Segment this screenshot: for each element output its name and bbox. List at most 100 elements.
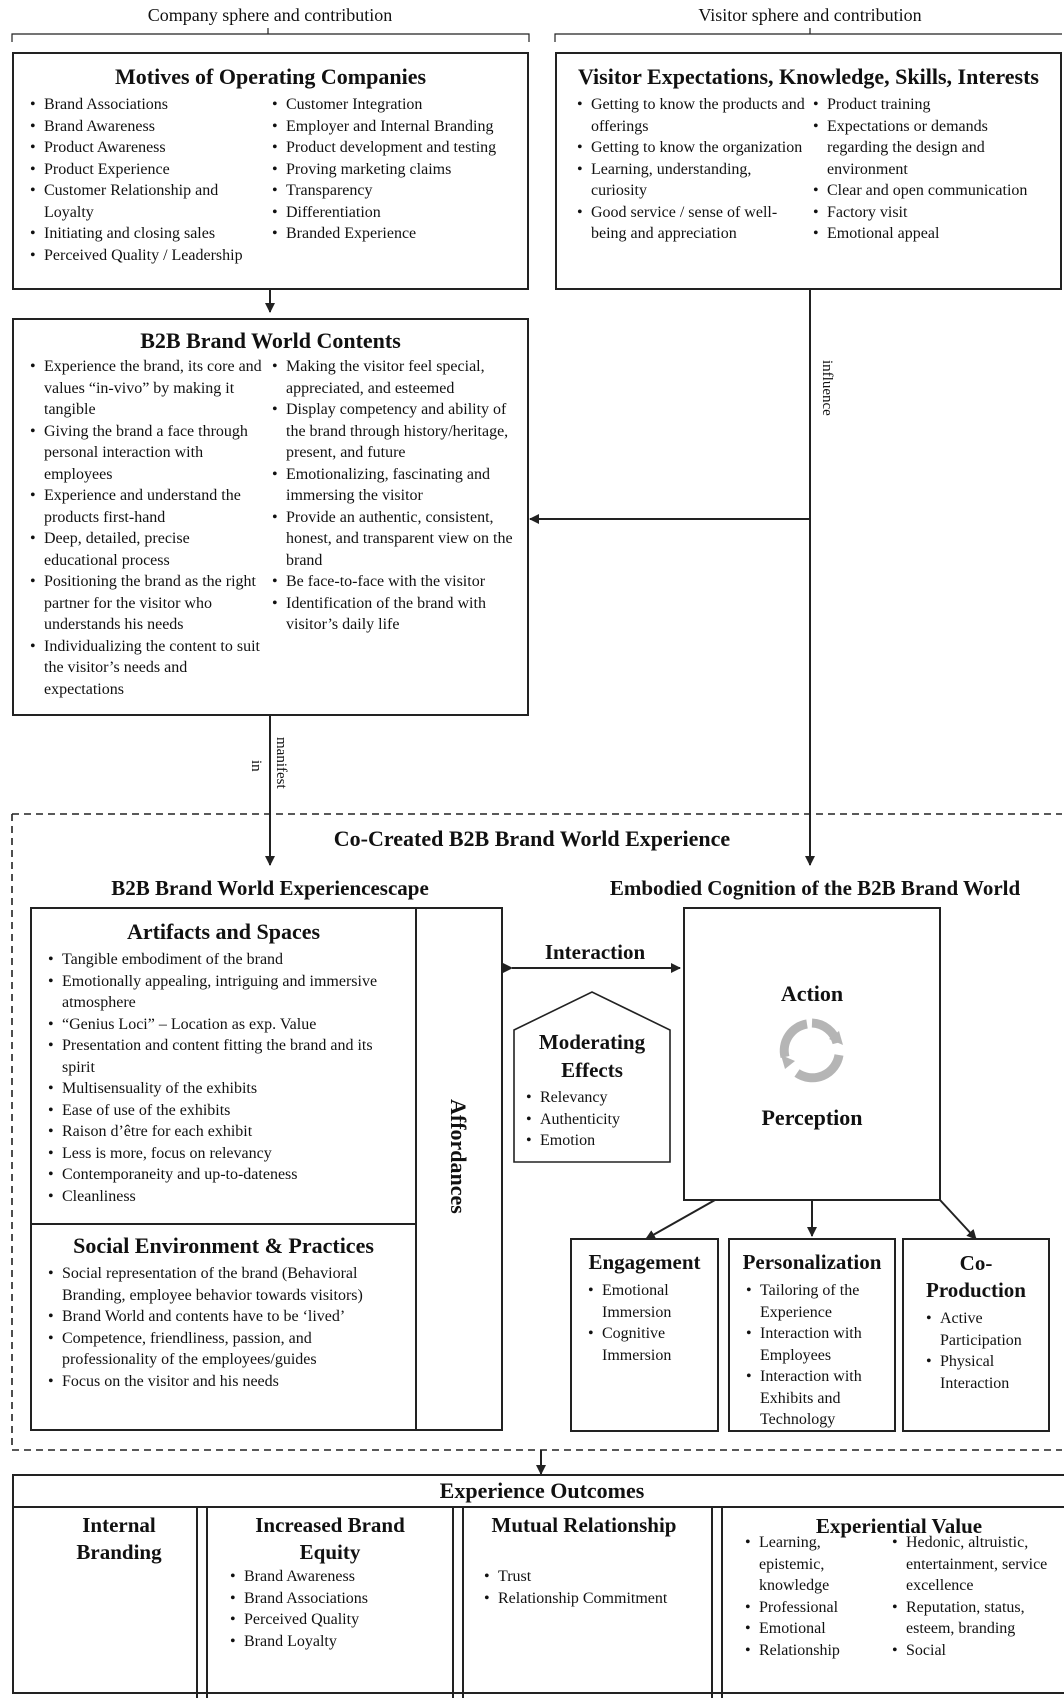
list-item: Brand Associations	[228, 1588, 448, 1610]
list-item: Display competency and ability of the br…	[270, 399, 520, 464]
list-item: Proving marketing claims	[270, 159, 500, 181]
list-item: Authenticity	[524, 1109, 664, 1131]
list-item: Factory visit	[811, 202, 1051, 224]
interaction-label: Interaction	[544, 940, 646, 964]
list-item: Giving the brand a face through personal…	[28, 421, 264, 486]
list-item: Ease of use of the exhibits	[46, 1100, 406, 1122]
internal-branding-title: Internal Branding	[76, 1513, 162, 1564]
coproduction-title: Co-Production	[926, 1251, 1026, 1302]
list-item: Active Participation	[924, 1308, 1048, 1351]
visitor-sphere-bracket	[554, 28, 1062, 42]
personalization-title: Personalization	[742, 1250, 882, 1274]
list-item: Multisensuality of the exhibits	[46, 1078, 406, 1100]
equity-list: Brand Awareness Brand Associations Perce…	[228, 1566, 448, 1652]
outcome-separator	[452, 1508, 464, 1698]
engagement-list: Emotional Immersion Cognitive Immersion	[586, 1280, 716, 1366]
list-item: Brand Awareness	[228, 1566, 448, 1588]
outcome-separator	[196, 1508, 208, 1698]
list-item: Good service / sense of well-being and a…	[575, 202, 805, 245]
list-item: Expectations or demands regarding the de…	[811, 116, 1051, 181]
experiential-left-list: Learning, epistemic, knowledge Professio…	[743, 1532, 883, 1661]
list-item: Experience and understand the products f…	[28, 485, 264, 528]
list-item: Emotionally appealing, intriguing and im…	[46, 971, 406, 1014]
list-item: Deep, detailed, precise educational proc…	[28, 528, 264, 571]
influence-label: influence	[819, 360, 835, 416]
social-box: Social Environment & Practices Social re…	[30, 1223, 417, 1431]
contents-right-list: Making the visitor feel special, appreci…	[270, 356, 520, 636]
affordances-box: Affordances	[415, 907, 503, 1431]
list-item: Positioning the brand as the right partn…	[28, 571, 264, 636]
artifacts-list: Tangible embodiment of the brand Emotion…	[46, 949, 406, 1207]
list-item: Branded Experience	[270, 223, 500, 245]
list-item: Perceived Quality	[228, 1609, 448, 1631]
personalization-list: Tailoring of the Experience Interaction …	[744, 1280, 894, 1431]
list-item: Brand World and contents have to be ‘liv…	[46, 1306, 406, 1328]
list-item: Customer Integration	[270, 94, 500, 116]
embodied-title: Embodied Cognition of the B2B Brand Worl…	[609, 876, 1021, 900]
list-item: Cleanliness	[46, 1186, 406, 1208]
list-item: Experience the brand, its core and value…	[28, 356, 264, 421]
in-label: in	[248, 760, 264, 772]
list-item: Making the visitor feel special, appreci…	[270, 356, 520, 399]
list-item: Emotional Immersion	[586, 1280, 716, 1323]
list-item: Product Awareness	[28, 137, 256, 159]
list-item: Interaction with Employees	[744, 1323, 894, 1366]
list-item: Contemporaneity and up-to-dateness	[46, 1164, 406, 1186]
list-item: Tangible embodiment of the brand	[46, 949, 406, 971]
social-list: Social representation of the brand (Beha…	[46, 1263, 406, 1392]
list-item: Brand Awareness	[28, 116, 256, 138]
list-item: Competence, friendliness, passion, and p…	[46, 1328, 406, 1371]
list-item: Emotionalizing, fascinating and immersin…	[270, 464, 520, 507]
list-item: Product Experience	[28, 159, 256, 181]
artifacts-box: Artifacts and Spaces Tangible embodiment…	[30, 907, 417, 1225]
list-item: Focus on the visitor and his needs	[46, 1371, 406, 1393]
cocreated-frame	[11, 813, 1062, 1451]
escape-title: B2B Brand World Experiencescape	[111, 876, 429, 900]
personalization-box: Personalization Tailoring of the Experie…	[728, 1238, 896, 1432]
engagement-title: Engagement	[588, 1250, 701, 1274]
relationship-list: Trust Relationship Commitment	[482, 1566, 682, 1609]
moderating-title: Moderating Effects	[538, 1030, 646, 1082]
list-item: Raison d’être for each exhibit	[46, 1121, 406, 1143]
contents-box: B2B Brand World Contents Experience the …	[12, 318, 529, 716]
cocreated-title: Co-Created B2B Brand World Experience	[333, 826, 731, 851]
list-item: Be face-to-face with the visitor	[270, 571, 520, 593]
list-item: Learning, epistemic, knowledge	[743, 1532, 883, 1597]
list-item: Getting to know the organization	[575, 137, 805, 159]
moderating-list: Relevancy Authenticity Emotion	[524, 1087, 664, 1152]
list-item: Physical Interaction	[924, 1351, 1048, 1394]
artifacts-title: Artifacts and Spaces	[126, 919, 321, 944]
list-item: Customer Relationship and Loyalty	[28, 180, 256, 223]
list-item: Emotional	[743, 1618, 883, 1640]
affordances-label: Affordances	[446, 1099, 471, 1214]
list-item: Cognitive Immersion	[586, 1323, 716, 1366]
list-item: Employer and Internal Branding	[270, 116, 500, 138]
motives-left-list: Brand Associations Brand Awareness Produ…	[28, 94, 256, 266]
list-item: Relationship Commitment	[482, 1588, 682, 1610]
list-item: Tailoring of the Experience	[744, 1280, 894, 1323]
list-item: Emotional appeal	[811, 223, 1051, 245]
list-item: Social representation of the brand (Beha…	[46, 1263, 406, 1306]
motives-right-list: Customer Integration Employer and Intern…	[270, 94, 500, 245]
list-item: Emotion	[524, 1130, 664, 1152]
company-sphere-label: Company sphere and contribution	[147, 5, 393, 25]
list-item: Perceived Quality / Leadership	[28, 245, 256, 267]
list-item: Relevancy	[524, 1087, 664, 1109]
list-item: Differentiation	[270, 202, 500, 224]
list-item: “Genius Loci” – Location as exp. Value	[46, 1014, 406, 1036]
list-item: Social	[890, 1640, 1062, 1662]
experiential-right-list: Hedonic, altruistic, entertainment, serv…	[890, 1532, 1062, 1661]
list-item: Product development and testing	[270, 137, 500, 159]
list-item: Clear and open communication	[811, 180, 1051, 202]
list-item: Presentation and content fitting the bra…	[46, 1035, 406, 1078]
list-item: Identification of the brand with visitor…	[270, 593, 520, 636]
outcomes-divider	[14, 1506, 1064, 1508]
visitor-box: Visitor Expectations, Knowledge, Skills,…	[555, 52, 1062, 290]
list-item: Transparency	[270, 180, 500, 202]
list-item: Hedonic, altruistic, entertainment, serv…	[890, 1532, 1062, 1597]
list-item: Product training	[811, 94, 1051, 116]
to-coproduction-arrow	[939, 1199, 977, 1240]
perception-label: Perception	[761, 1105, 863, 1130]
list-item: Provide an authentic, consistent, honest…	[270, 507, 520, 572]
list-item: Initiating and closing sales	[28, 223, 256, 245]
